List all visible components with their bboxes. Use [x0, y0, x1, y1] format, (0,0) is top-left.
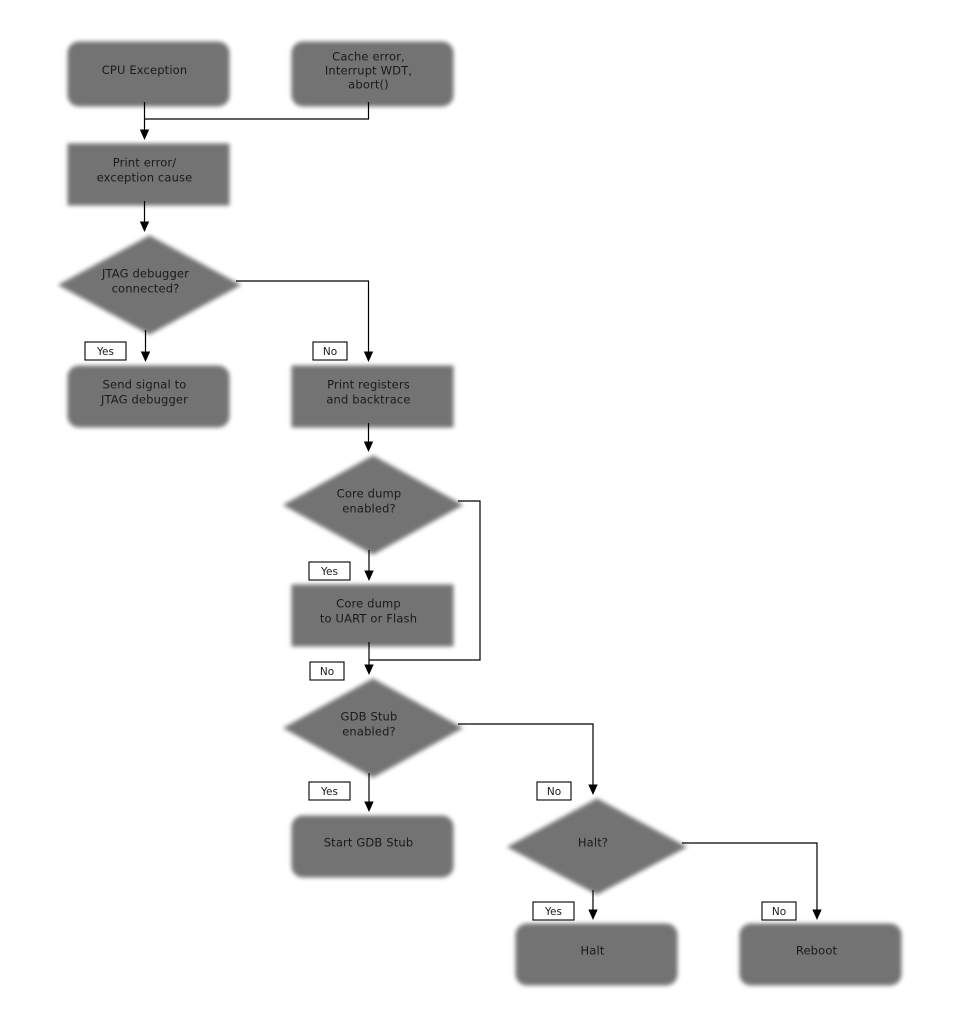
edge-label-gdbstub-no: No [536, 781, 572, 801]
node-jtag-debugger-connected[interactable]: JTAG debugger connected? [53, 231, 238, 331]
node-print-registers[interactable]: Print registers and backtrace [287, 361, 450, 424]
edge-label-halt-no: No [761, 901, 797, 921]
core-dump-enabled-label-line2: enabled? [342, 502, 396, 516]
cache-error-shape [287, 37, 450, 103]
reboot-shape [735, 919, 898, 982]
node-cpu-exception[interactable]: CPU Exception [63, 37, 226, 103]
jtag-yes-badge-box [84, 341, 127, 361]
jtag-no-badge-label: No [323, 346, 337, 358]
core-dump-enabled-label-line1: Core dump [337, 487, 402, 501]
edge-label-gdbstub-yes: Yes [308, 781, 351, 801]
edge-label-layer: Yes No Yes No Yes No [84, 341, 797, 921]
print-error-shape [63, 139, 226, 202]
edge-cache-error-to-print-error [144, 102, 370, 120]
edge-gdbstub-yes-to-start [364, 773, 374, 812]
start-gdb-stub-shape [287, 811, 450, 874]
node-send-signal-jtag[interactable]: Send signal to JTAG debugger [63, 361, 226, 424]
coredump-no-badge-label: No [320, 666, 334, 678]
edge-halt-no-to-reboot [682, 842, 822, 920]
edge-label-jtag-yes: Yes [84, 341, 127, 361]
edge-dump-to-gdbstub [364, 642, 374, 675]
cpu-exception-label: CPU Exception [102, 63, 188, 77]
gdb-stub-enabled-shape [278, 674, 460, 774]
edge-label-coredump-yes: Yes [308, 561, 351, 581]
send-signal-jtag-shape [63, 361, 226, 424]
node-print-error[interactable]: Print error/ exception cause [63, 139, 226, 202]
edge-gdbstub-no-to-halt-question [458, 723, 598, 795]
node-gdb-stub-enabled[interactable]: GDB Stub enabled? [278, 674, 460, 774]
gdb-stub-enabled-label-line1: GDB Stub [341, 710, 398, 724]
halt-no-badge-label: No [772, 906, 786, 918]
edge-label-coredump-no: No [309, 661, 345, 681]
jtag-debugger-connected-shape [53, 231, 238, 331]
core-dump-uart-flash-shape [287, 580, 450, 643]
edge-jtag-yes-to-send-signal [140, 330, 151, 362]
halt-yes-badge-label: Yes [544, 906, 562, 918]
node-core-dump-enabled[interactable]: Core dump enabled? [278, 451, 460, 551]
edge-coredump-yes-to-dump [364, 550, 374, 581]
jtag-yes-badge-label: Yes [96, 346, 114, 358]
print-registers-label-line1: Print registers [327, 378, 410, 392]
gdbstub-yes-badge-label: Yes [320, 786, 338, 798]
edge-label-halt-yes: Yes [532, 901, 575, 921]
coredump-no-badge-box [309, 661, 345, 681]
cache-error-label-line1: Cache error, [332, 50, 405, 64]
print-registers-label-line2: and backtrace [326, 393, 410, 407]
reboot-label: Reboot [796, 944, 838, 958]
node-halt[interactable]: Halt [511, 919, 674, 982]
print-error-label-line1: Print error/ [113, 156, 177, 170]
jtag-debugger-label-line2: connected? [112, 282, 180, 296]
halt-shape [511, 919, 674, 982]
gdbstub-no-badge-box [536, 781, 572, 801]
coredump-yes-badge-box [308, 561, 351, 581]
edge-jtag-no-to-print-registers [236, 280, 374, 362]
halt-yes-badge-box [532, 901, 575, 921]
halt-no-badge-box [761, 901, 797, 921]
edge-halt-yes-to-halt [588, 890, 598, 920]
edge-print-error-to-jtag [139, 201, 150, 232]
gdb-stub-enabled-label-line2: enabled? [342, 725, 396, 739]
core-dump-uart-label-line2: to UART or Flash [320, 612, 417, 626]
edge-print-registers-to-coredump [363, 423, 374, 452]
gdbstub-yes-badge-box [308, 781, 351, 801]
edge-layer [139, 102, 822, 920]
node-reboot[interactable]: Reboot [735, 919, 898, 982]
cpu-exception-shape [63, 37, 226, 103]
halt-question-shape [502, 794, 684, 891]
edge-coredump-bypass-loop [369, 500, 481, 661]
start-gdb-stub-label: Start GDB Stub [324, 836, 414, 850]
send-signal-label-line2: JTAG debugger [100, 393, 188, 407]
cache-error-label-line2: Interrupt WDT, [325, 64, 412, 78]
node-cache-error[interactable]: Cache error, Interrupt WDT, abort() [287, 37, 450, 103]
coredump-yes-badge-label: Yes [320, 566, 338, 578]
core-dump-enabled-shape [278, 451, 460, 551]
jtag-debugger-label-line1: JTAG debugger [101, 267, 189, 281]
print-error-label-line2: exception cause [97, 171, 193, 185]
node-core-dump-uart-flash[interactable]: Core dump to UART or Flash [287, 580, 450, 643]
edge-cpu-exception-to-print-error [139, 102, 150, 140]
jtag-no-badge-box [312, 341, 348, 361]
send-signal-label-line1: Send signal to [103, 378, 187, 392]
gdbstub-no-badge-label: No [547, 786, 561, 798]
core-dump-uart-label-line1: Core dump [336, 597, 401, 611]
node-halt-question[interactable]: Halt? [502, 794, 684, 891]
halt-label: Halt [581, 944, 605, 958]
edge-label-jtag-no: No [312, 341, 348, 361]
halt-question-label: Halt? [578, 836, 608, 850]
cache-error-label-line3: abort() [348, 78, 389, 92]
node-start-gdb-stub[interactable]: Start GDB Stub [287, 811, 450, 874]
print-registers-shape [287, 361, 450, 424]
